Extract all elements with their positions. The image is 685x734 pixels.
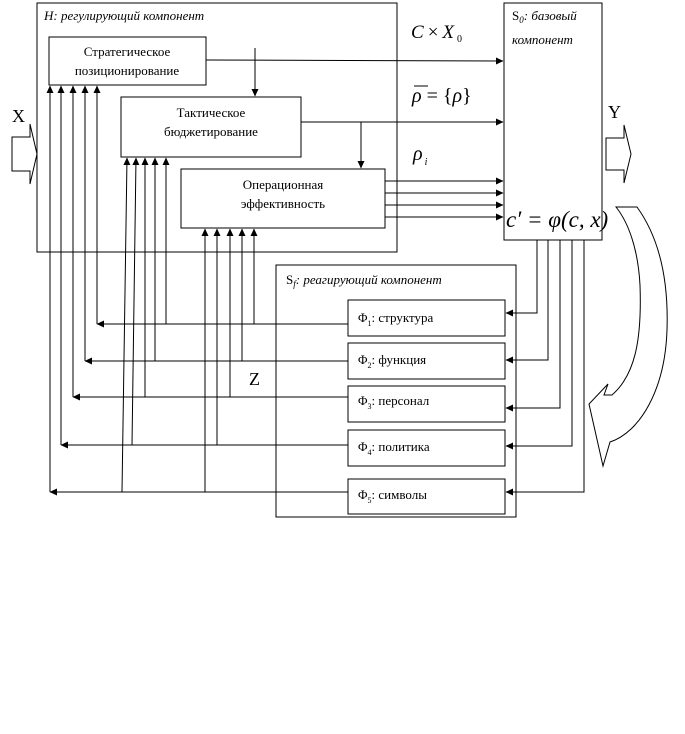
tactical-feedback-verticals [121,157,170,493]
base-component: S0: базовый компонент [503,2,603,241]
return-arrow [588,206,668,468]
operational-efficiency-line1: Операционная [243,177,323,192]
base-to-phi-connectors [505,240,585,496]
operational-efficiency-line2: эффективность [241,196,325,211]
tactical-budgeting-line1: Тактическое [177,105,246,120]
phi-box-function: Φ2: функция [347,342,506,380]
output-arrow [605,124,632,184]
base-component-title: S0: базовый [512,8,577,25]
phi-box-structure-label: Φ1: структура [358,310,433,328]
phi-box-policy-label: Φ4: политика [358,439,430,457]
input-label-x: X [12,106,25,126]
strategic-feedback-verticals [46,85,101,492]
phi-box-symbols: Φ5: символы [347,478,506,515]
phi-box-policy: Φ4: политика [347,429,506,467]
tactical-budgeting-line2: бюджетирование [164,124,258,139]
strategic-positioning-line1: Стратегическое [84,44,171,59]
reacting-component-title: Sf: реагирующий компонент [286,272,442,289]
strategic-positioning-line2: позиционирование [75,63,180,78]
forward-connectors [205,48,504,221]
operational-efficiency-box: Операционная эффективность [180,168,386,229]
phi-box-personnel: Φ3: персонал [347,385,506,423]
input-arrow [11,123,38,185]
formula-rho-set: ρ = {ρ} [411,85,472,107]
phi-box-symbols-label: Φ5: символы [358,487,427,505]
phi-box-structure: Φ1: структура [347,299,506,337]
regulating-component-title: H: регулирующий компонент [43,8,204,23]
formula-c-prime: c′ = φ(c, x) [506,207,608,232]
operational-feedback-verticals [201,228,258,492]
feedback-label-z: Z [249,369,260,389]
tactical-budgeting-box: Тактическое бюджетирование [120,96,302,158]
phi-box-personnel-label: Φ3: персонал [358,393,430,411]
base-component-title-line2: компонент [512,32,573,47]
output-label-y: Y [608,102,621,122]
phi-box-function-label: Φ2: функция [358,352,426,370]
strategic-positioning-box: Стратегическое позиционирование [48,36,207,86]
